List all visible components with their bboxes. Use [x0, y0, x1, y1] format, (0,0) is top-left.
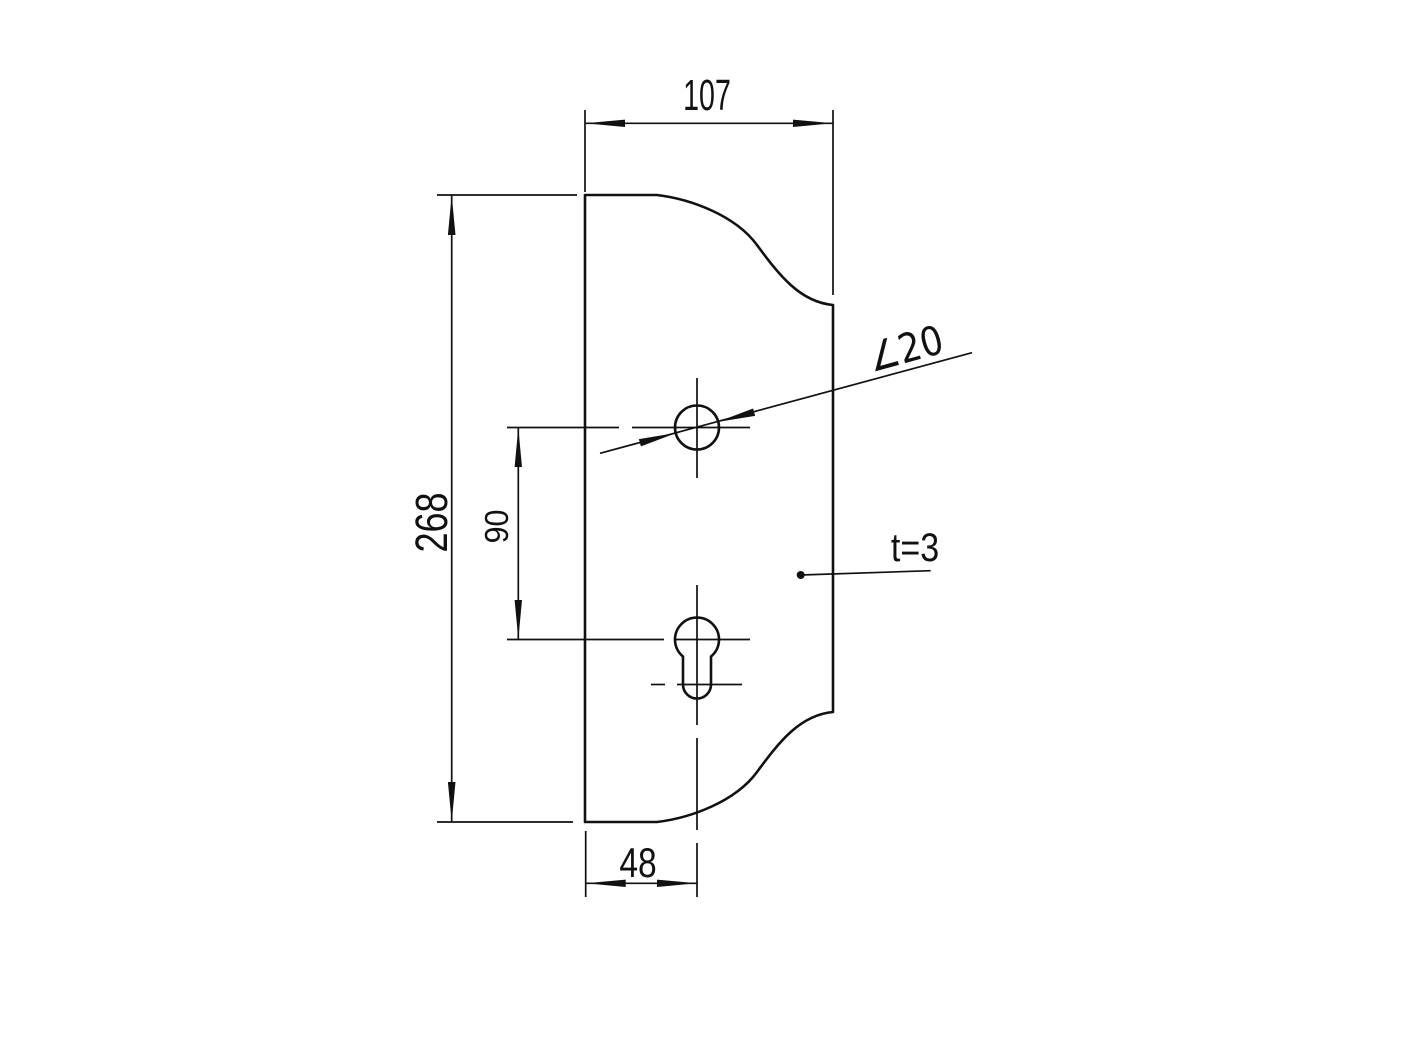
dim-overall-height-label: 268: [406, 492, 457, 552]
arrowhead-left: [585, 879, 626, 887]
arrowhead-bottom: [514, 600, 522, 640]
arrowhead-left: [585, 119, 625, 127]
dim-hole-spacing-label: 90: [478, 510, 515, 544]
dim-keyhole-offset-label: 48: [619, 841, 656, 887]
arrowhead-upper-right: [717, 408, 756, 422]
dimension-overall-width: 107: [584, 70, 834, 295]
dimension-overall-height: 268: [406, 194, 577, 823]
part-outline: [583, 193, 835, 824]
arrowhead-right: [793, 119, 833, 127]
arrowhead-right: [657, 879, 697, 887]
dim-hole-diameter-label: ∠20: [862, 316, 948, 381]
dimension-hole-diameter: ∠20: [599, 316, 973, 455]
plate-silhouette: [583, 193, 835, 824]
dimension-hole-spacing: 90: [478, 427, 522, 640]
arrowhead-bottom: [447, 782, 456, 822]
thickness-label: t=3: [891, 524, 939, 569]
dimension-keyhole-offset: 48: [584, 831, 697, 897]
euro-cylinder-keyhole: [673, 616, 721, 700]
dim-overall-width-label: 107: [683, 70, 731, 120]
leader-reference-dot: [796, 571, 805, 579]
thickness-leader-line: [800, 569, 931, 576]
label-thickness: t=3: [796, 524, 939, 579]
arrowhead-top: [447, 195, 456, 235]
arrowhead-lower-left: [638, 432, 677, 447]
centerlines: [507, 378, 750, 897]
arrowhead-top: [514, 427, 522, 467]
